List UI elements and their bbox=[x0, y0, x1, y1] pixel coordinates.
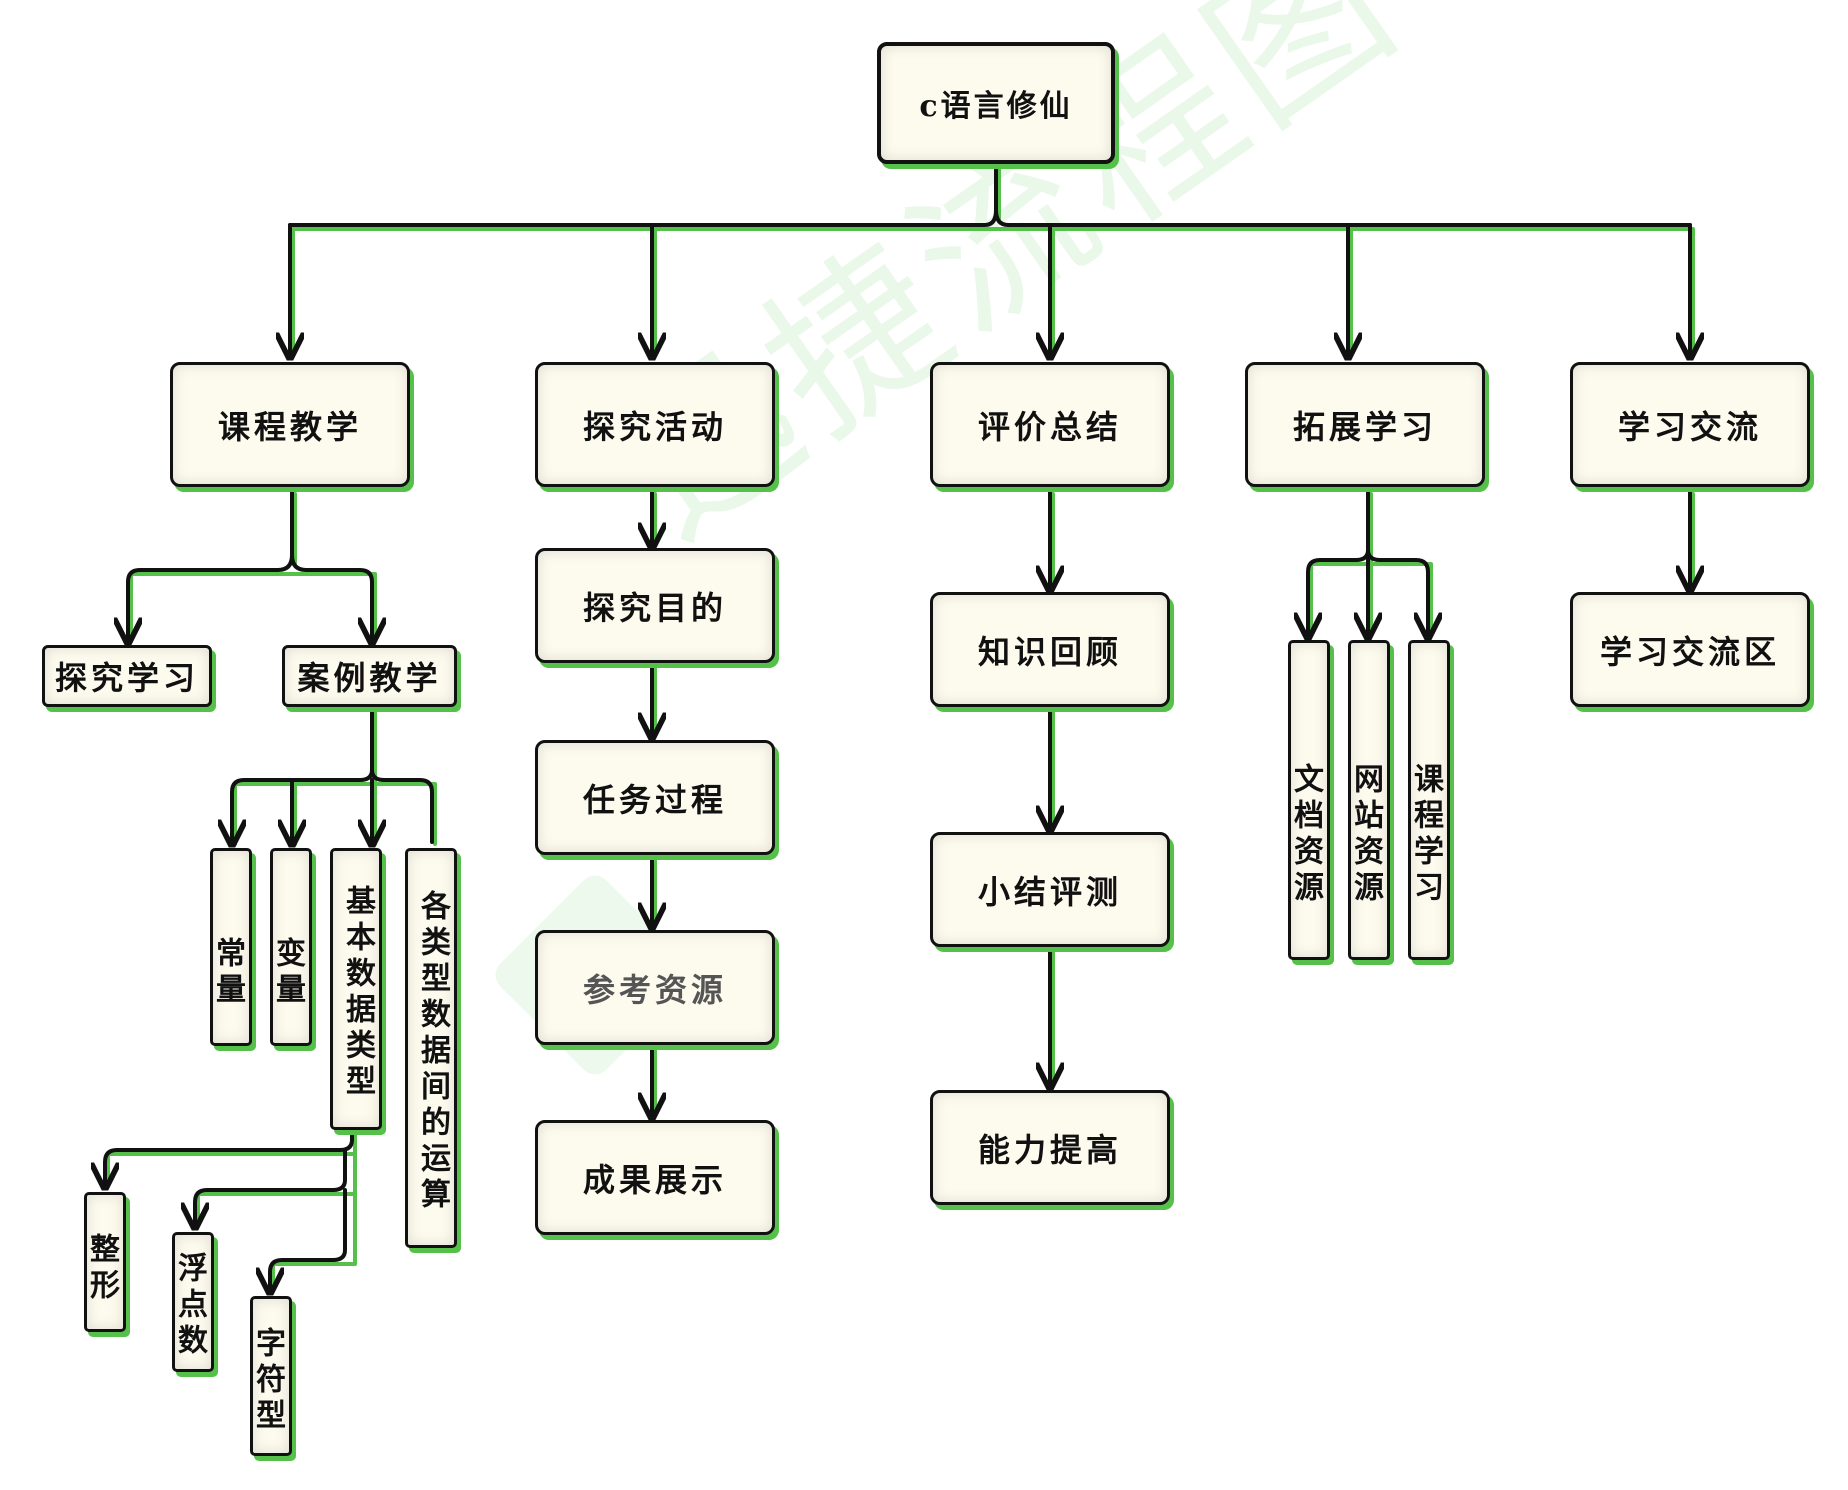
label-extended-learning: 拓展学习 bbox=[1292, 407, 1437, 446]
label-website-resources: 网站资源 bbox=[1348, 763, 1383, 907]
node-knowledge-review: 知识回顾 bbox=[930, 592, 1170, 707]
node-task-process: 任务过程 bbox=[535, 740, 775, 855]
node-results-display: 成果展示 bbox=[535, 1120, 775, 1235]
label-exchange-area: 学习交流区 bbox=[1599, 632, 1780, 671]
node-char: 字符型 bbox=[250, 1296, 292, 1456]
label-constant: 常量 bbox=[210, 937, 245, 1009]
label-results-display: 成果展示 bbox=[582, 1160, 727, 1199]
node-float: 浮点数 bbox=[172, 1232, 214, 1372]
node-type-operations: 各类型数据间的运算 bbox=[405, 848, 457, 1248]
label-learning-exchange: 学习交流 bbox=[1617, 407, 1762, 446]
node-inquiry-purpose: 探究目的 bbox=[535, 548, 775, 663]
node-course-learning: 课程学习 bbox=[1408, 640, 1450, 960]
label-integer: 整形 bbox=[84, 1233, 119, 1305]
label-reference-resources: 参考资源 bbox=[582, 970, 727, 1009]
label-char: 字符型 bbox=[250, 1327, 285, 1435]
node-website-resources: 网站资源 bbox=[1348, 640, 1390, 960]
node-summary-quiz: 小结评测 bbox=[930, 832, 1170, 947]
label-inquiry-purpose: 探究目的 bbox=[582, 588, 727, 627]
root-label: c语言修仙 bbox=[919, 89, 1073, 124]
label-case-teaching: 案例教学 bbox=[297, 659, 442, 697]
root-node: c语言修仙 bbox=[877, 42, 1115, 164]
label-variable: 变量 bbox=[270, 937, 305, 1009]
node-course-teaching: 课程教学 bbox=[170, 362, 410, 487]
label-task-process: 任务过程 bbox=[582, 780, 727, 819]
label-inquiry-learning: 探究学习 bbox=[54, 659, 199, 697]
node-basic-data-types: 基本数据类型 bbox=[330, 848, 382, 1130]
label-knowledge-review: 知识回顾 bbox=[977, 632, 1122, 671]
node-document-resources: 文档资源 bbox=[1288, 640, 1330, 960]
label-float: 浮点数 bbox=[172, 1252, 207, 1360]
label-ability-improvement: 能力提高 bbox=[977, 1130, 1122, 1169]
node-case-teaching: 案例教学 bbox=[282, 645, 457, 707]
node-variable: 变量 bbox=[270, 848, 312, 1046]
node-reference-resources: 参考资源 bbox=[535, 930, 775, 1045]
label-type-operations: 各类型数据间的运算 bbox=[415, 890, 450, 1214]
node-evaluation: 评价总结 bbox=[930, 362, 1170, 487]
node-inquiry-learning: 探究学习 bbox=[42, 645, 212, 707]
node-learning-exchange: 学习交流 bbox=[1570, 362, 1810, 487]
node-constant: 常量 bbox=[210, 848, 252, 1046]
label-inquiry-activity: 探究活动 bbox=[582, 407, 727, 446]
label-basic-data-types: 基本数据类型 bbox=[340, 885, 375, 1101]
node-inquiry-activity: 探究活动 bbox=[535, 362, 775, 487]
label-document-resources: 文档资源 bbox=[1288, 763, 1323, 907]
node-exchange-area: 学习交流区 bbox=[1570, 592, 1810, 707]
label-summary-quiz: 小结评测 bbox=[977, 872, 1122, 911]
node-ability-improvement: 能力提高 bbox=[930, 1090, 1170, 1205]
label-evaluation: 评价总结 bbox=[977, 407, 1122, 446]
label-course-learning: 课程学习 bbox=[1408, 763, 1443, 907]
label-course-teaching: 课程教学 bbox=[217, 407, 362, 446]
node-integer: 整形 bbox=[84, 1192, 126, 1332]
node-extended-learning: 拓展学习 bbox=[1245, 362, 1485, 487]
